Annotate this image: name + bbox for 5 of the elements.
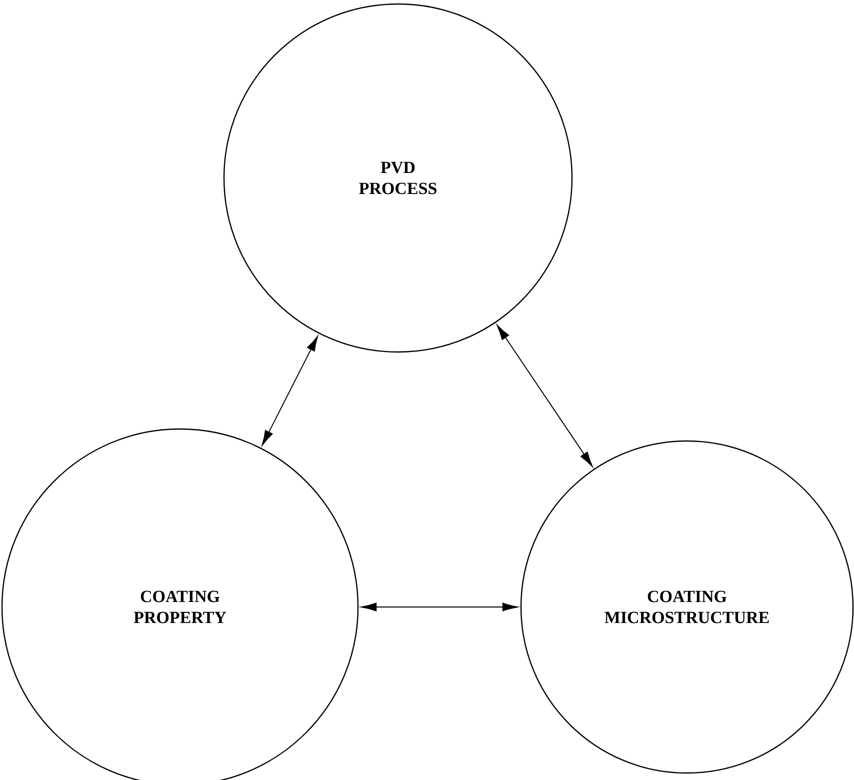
double-arrow bbox=[496, 324, 593, 467]
double-arrow bbox=[262, 336, 318, 446]
circle-node: COATING MICROSTRUCTURE bbox=[520, 440, 854, 774]
circle-node: PVD PROCESS bbox=[223, 3, 573, 353]
double-arrow bbox=[361, 602, 518, 612]
